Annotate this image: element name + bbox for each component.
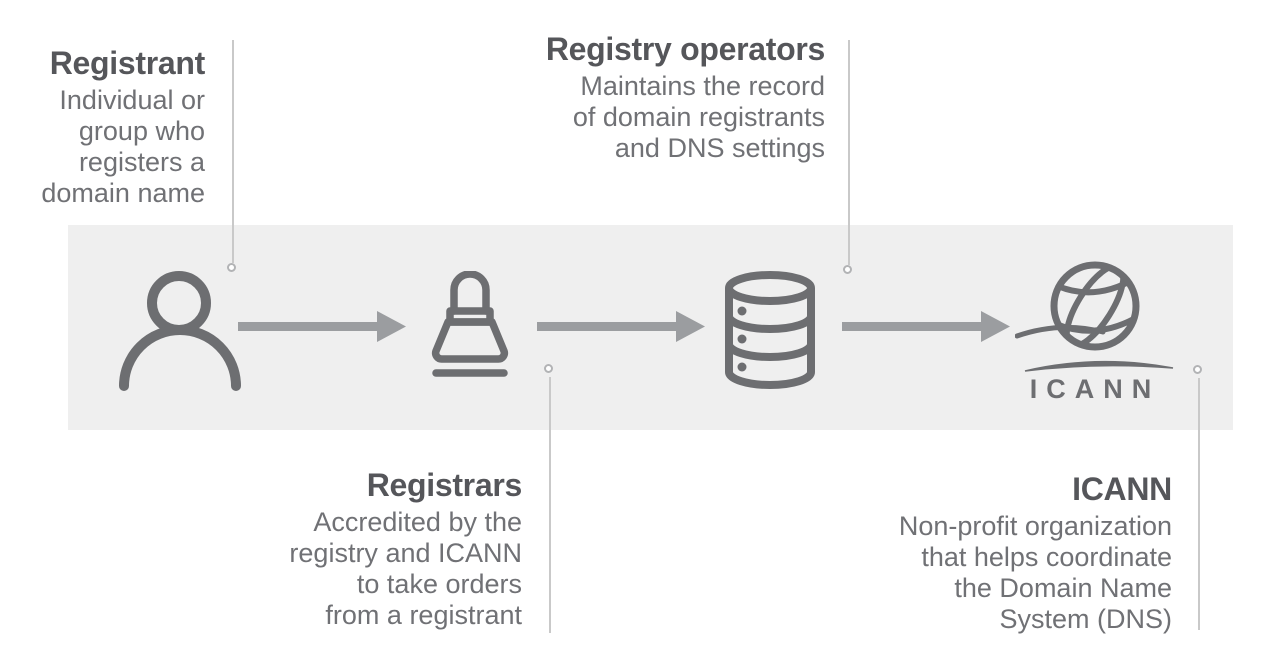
registry-operators-label-block: Registry operators Maintains the record … [546, 30, 825, 164]
registry-operators-description-line: of domain registrants [572, 102, 825, 132]
registrars-description-line: Accredited by the [313, 507, 522, 537]
arrow-registry-to-icann [842, 311, 1010, 342]
registrars-description-line: to take orders [356, 569, 522, 599]
registrant-leader-line [232, 40, 234, 263]
arrow-registrant-to-registrars [238, 311, 406, 342]
registrars-leader-dot [544, 364, 553, 373]
arrow-registrars-to-registry [537, 311, 705, 342]
registrant-description-line: domain name [41, 178, 205, 208]
registrars-label-block: Registrars Accredited by the registry an… [289, 466, 522, 631]
registrant-title: Registrant [49, 45, 206, 81]
registrant-description-line: group who [78, 116, 205, 146]
registrant-label-block: Registrant Individual or group who regis… [41, 44, 205, 209]
registrars-description-line: from a registrant [325, 600, 522, 630]
icann-description-line: that helps coordinate [921, 542, 1172, 572]
registry-operators-description-line: Maintains the record [580, 71, 825, 101]
registrars-title: Registrars [366, 467, 523, 503]
icann-description-line: System (DNS) [999, 604, 1172, 634]
icann-leader-line [1198, 378, 1200, 630]
icann-globe-icon: ICANN [1015, 261, 1174, 404]
icann-wordmark-text: ICANN [1030, 374, 1161, 404]
icann-title: ICANN [1072, 471, 1172, 507]
person-icon [119, 271, 241, 391]
registrant-leader-dot [227, 263, 236, 272]
stamp-icon [431, 271, 509, 377]
icann-leader-dot [1193, 365, 1202, 374]
icann-label-block: ICANN Non-profit organization that helps… [899, 470, 1172, 635]
registrant-description-line: registers a [78, 147, 205, 177]
database-icon [725, 271, 815, 389]
registrars-leader-line [549, 377, 551, 633]
registry-operators-leader-dot [843, 265, 852, 274]
registry-operators-title: Registry operators [545, 31, 825, 67]
registry-operators-leader-line [848, 40, 850, 265]
registrant-description-line: Individual or [59, 85, 205, 115]
icann-description-line: Non-profit organization [898, 511, 1172, 541]
registrars-description-line: registry and ICANN [289, 538, 522, 568]
icann-description-line: the Domain Name [954, 573, 1172, 603]
registry-operators-description-line: and DNS settings [614, 133, 825, 163]
